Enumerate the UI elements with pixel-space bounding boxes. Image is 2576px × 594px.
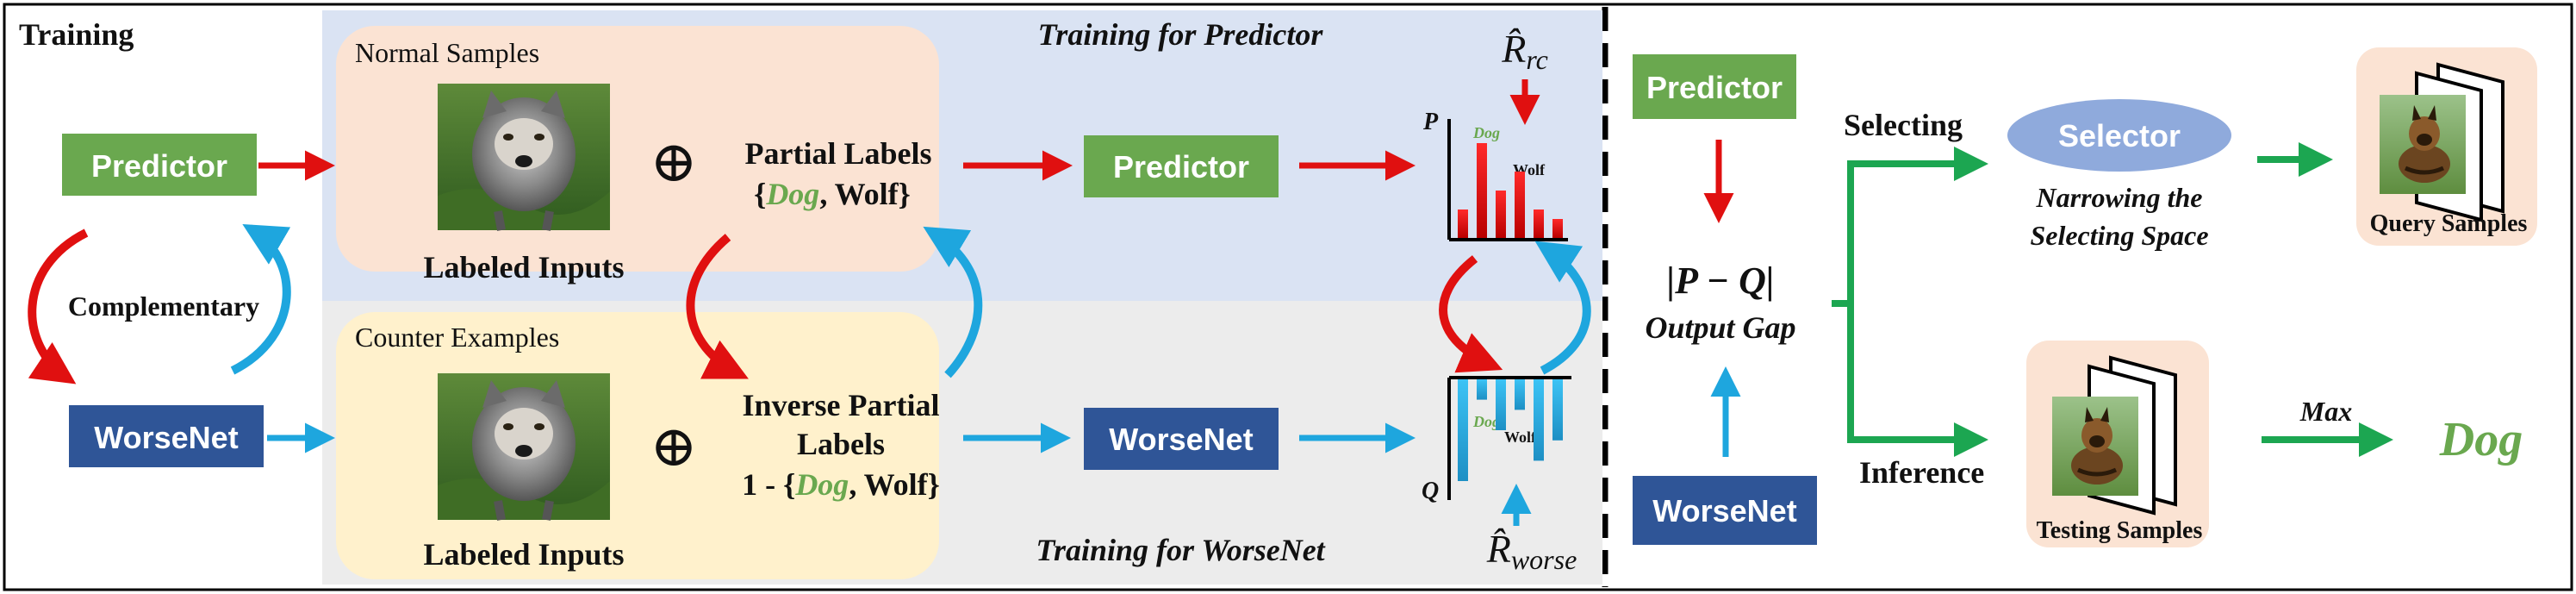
worsenet-box-middle bbox=[1084, 408, 1279, 470]
chart-q-bar-2 bbox=[1496, 379, 1506, 430]
chart-p-bar-2 bbox=[1496, 191, 1506, 238]
chart-p-bar-5 bbox=[1552, 219, 1563, 238]
training-for-predictor-title: Training for Predictor bbox=[1038, 17, 1324, 52]
selector-label: Selector bbox=[2058, 118, 2181, 153]
chart-q-wolf-label: Wolf bbox=[1504, 428, 1537, 446]
complementary-arrow-red bbox=[28, 228, 89, 385]
partial-labels-title: Partial Labels bbox=[745, 136, 932, 171]
partial-labels-dog: Dog bbox=[765, 177, 819, 211]
r-worse-main: R̂ bbox=[1486, 527, 1511, 571]
testing-samples-stack bbox=[2052, 355, 2177, 516]
output-gap-formula: |P − Q| bbox=[1666, 259, 1774, 302]
labeled-inputs-normal: Labeled Inputs bbox=[423, 250, 624, 284]
chart-q: Q Dog Wolf bbox=[1422, 376, 1571, 504]
labeled-inputs-counter: Labeled Inputs bbox=[423, 537, 624, 572]
r-rc-symbol: R̂rc bbox=[1501, 27, 1548, 75]
inverse-partial-dog: Dog bbox=[794, 467, 849, 502]
worsenet-box-middle-label: WorseNet bbox=[1109, 422, 1253, 457]
training-heading: Training bbox=[19, 17, 134, 52]
counter-examples-title: Counter Examples bbox=[355, 322, 559, 353]
r-worse-symbol: R̂worse bbox=[1486, 527, 1577, 575]
worsenet-box-right bbox=[1633, 476, 1817, 545]
chart-q-bar-4 bbox=[1534, 379, 1544, 461]
predictor-box-middle-label: Predictor bbox=[1113, 149, 1249, 184]
chart-p-ylabel: P bbox=[1422, 109, 1439, 135]
cycle-arrow-cyan bbox=[1534, 241, 1591, 375]
inverse-partial-rest: , Wolf} bbox=[849, 467, 940, 502]
inverse-partial-prefix: 1 - { bbox=[742, 467, 795, 502]
chart-p-bar-0 bbox=[1458, 209, 1468, 238]
worsenet-box-right-label: WorseNet bbox=[1652, 493, 1796, 528]
oplus-normal: ⊕ bbox=[650, 131, 697, 194]
max-label: Max bbox=[2299, 396, 2352, 427]
narrowing-line2: Selecting Space bbox=[2030, 220, 2208, 251]
output-gap-label: Output Gap bbox=[1645, 310, 1795, 345]
predictor-box-right-label: Predictor bbox=[1646, 70, 1783, 105]
inference-label: Inference bbox=[1859, 455, 1984, 490]
chart-q-bar-0 bbox=[1458, 379, 1468, 481]
chart-p-bar-1 bbox=[1477, 143, 1487, 238]
cross-arrow-cyan bbox=[923, 226, 983, 378]
complementary-arrow-cyan bbox=[230, 223, 291, 375]
testing-samples-label: Testing Samples bbox=[2037, 517, 2203, 544]
predictor-box-left-label: Predictor bbox=[91, 148, 227, 184]
selector-ellipse bbox=[2007, 99, 2231, 172]
result-dog-label: Dog bbox=[2439, 413, 2523, 466]
chart-p-bar-4 bbox=[1534, 209, 1544, 238]
chart-q-ylabel: Q bbox=[1422, 478, 1439, 504]
chart-q-bar-1 bbox=[1477, 379, 1487, 400]
partial-labels-open: { bbox=[754, 177, 766, 211]
narrowing-line1: Narrowing the bbox=[2036, 182, 2203, 213]
oplus-counter: ⊕ bbox=[650, 416, 697, 478]
cycle-arrow-red bbox=[1439, 255, 1503, 373]
query-samples-label: Query Samples bbox=[2370, 210, 2528, 237]
outer-frame bbox=[3, 3, 2573, 591]
inverse-partial-line1: Inverse Partial bbox=[743, 388, 940, 422]
inverse-partial-set: 1 - {Dog, Wolf} bbox=[742, 467, 940, 502]
inverse-partial-line2: Labels bbox=[797, 427, 885, 461]
query-samples-stack bbox=[2380, 62, 2504, 222]
r-rc-sub: rc bbox=[1526, 44, 1547, 75]
training-for-worsenet-title: Training for WorseNet bbox=[1036, 533, 1325, 567]
wolf-image-counter bbox=[438, 373, 610, 520]
normal-samples-title: Normal Samples bbox=[355, 37, 539, 68]
partial-labels-set: {Dog, Wolf} bbox=[754, 177, 911, 211]
chart-p-bar-3 bbox=[1515, 172, 1525, 238]
r-rc-main: R̂ bbox=[1501, 27, 1526, 71]
wolf-image-normal bbox=[438, 84, 610, 230]
worsenet-box-left bbox=[69, 405, 264, 467]
chart-q-dog-label: Dog bbox=[1472, 413, 1500, 430]
selecting-label: Selecting bbox=[1844, 108, 1963, 142]
r-worse-sub: worse bbox=[1511, 544, 1577, 575]
complementary-label: Complementary bbox=[68, 291, 259, 322]
predictor-box-left bbox=[62, 134, 257, 196]
arrow-gap-to-selecting bbox=[1832, 147, 1988, 307]
predictor-box-middle bbox=[1084, 135, 1279, 197]
chart-q-bar-3 bbox=[1515, 379, 1525, 410]
arrow-gap-to-inference bbox=[1847, 303, 1988, 457]
chart-p: P Dog Wolf bbox=[1422, 109, 1568, 241]
predictor-box-right bbox=[1633, 54, 1796, 119]
worsenet-box-left-label: WorseNet bbox=[94, 420, 238, 455]
chart-q-bar-5 bbox=[1552, 379, 1563, 441]
chart-p-dog-label: Dog bbox=[1472, 124, 1500, 141]
partial-labels-rest: , Wolf} bbox=[819, 177, 911, 211]
cross-arrow-red bbox=[686, 234, 749, 379]
